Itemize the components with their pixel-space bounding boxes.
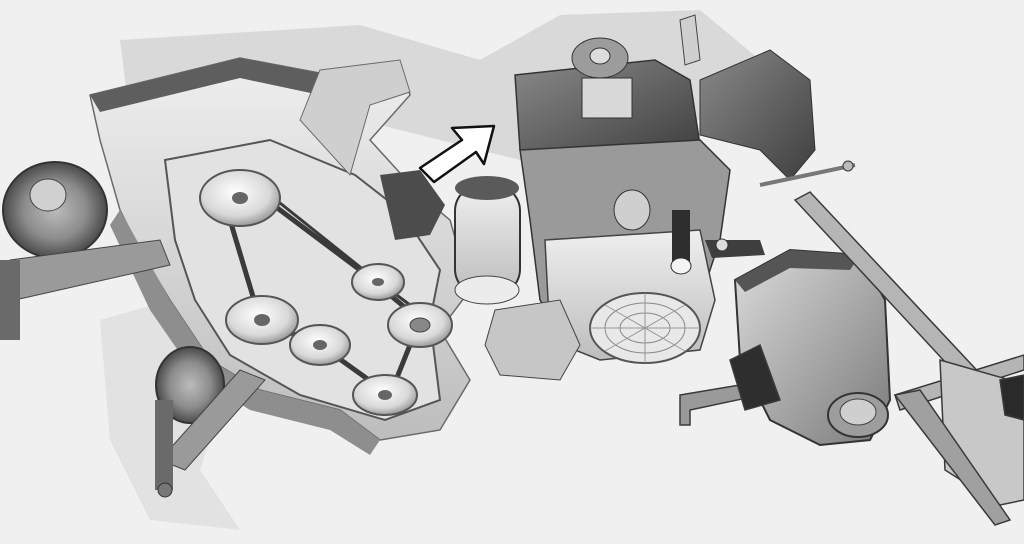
- pulley-left-spindle: [225, 295, 299, 345]
- oil-filter: [613, 189, 651, 231]
- engine-frame-rail: [679, 14, 701, 66]
- engine-bracket: [581, 77, 633, 119]
- mower-deck: [89, 57, 471, 455]
- engine-mount-plate: [699, 49, 816, 181]
- pulley-bottom: [352, 374, 418, 416]
- front-gauge-wheel: [0, 161, 171, 340]
- pulley-middle-spindle: [289, 324, 351, 366]
- deck-front-lip: [90, 58, 330, 112]
- pulley-group: [199, 169, 453, 416]
- dipstick-tube: [670, 210, 692, 275]
- engine-assembly: [484, 14, 816, 381]
- control-linkage: [705, 160, 856, 258]
- spindle-channel: [299, 59, 411, 177]
- deck-bracket: [380, 170, 445, 240]
- pulley-right-spindle: [387, 302, 453, 348]
- deck-side-wall: [110, 210, 380, 455]
- frame-rails: [679, 191, 1024, 526]
- engine-hub: [571, 37, 629, 79]
- pulley-top-left: [199, 169, 281, 227]
- rear-gauge-wheel: [155, 346, 266, 498]
- pulley-center-idler: [351, 263, 405, 301]
- arrow-up-right-icon: [418, 124, 496, 184]
- fuel-cap: [827, 392, 889, 438]
- air-filter-canister: [454, 176, 521, 305]
- muffler-guard: [484, 299, 581, 381]
- fan-screen: [589, 292, 701, 364]
